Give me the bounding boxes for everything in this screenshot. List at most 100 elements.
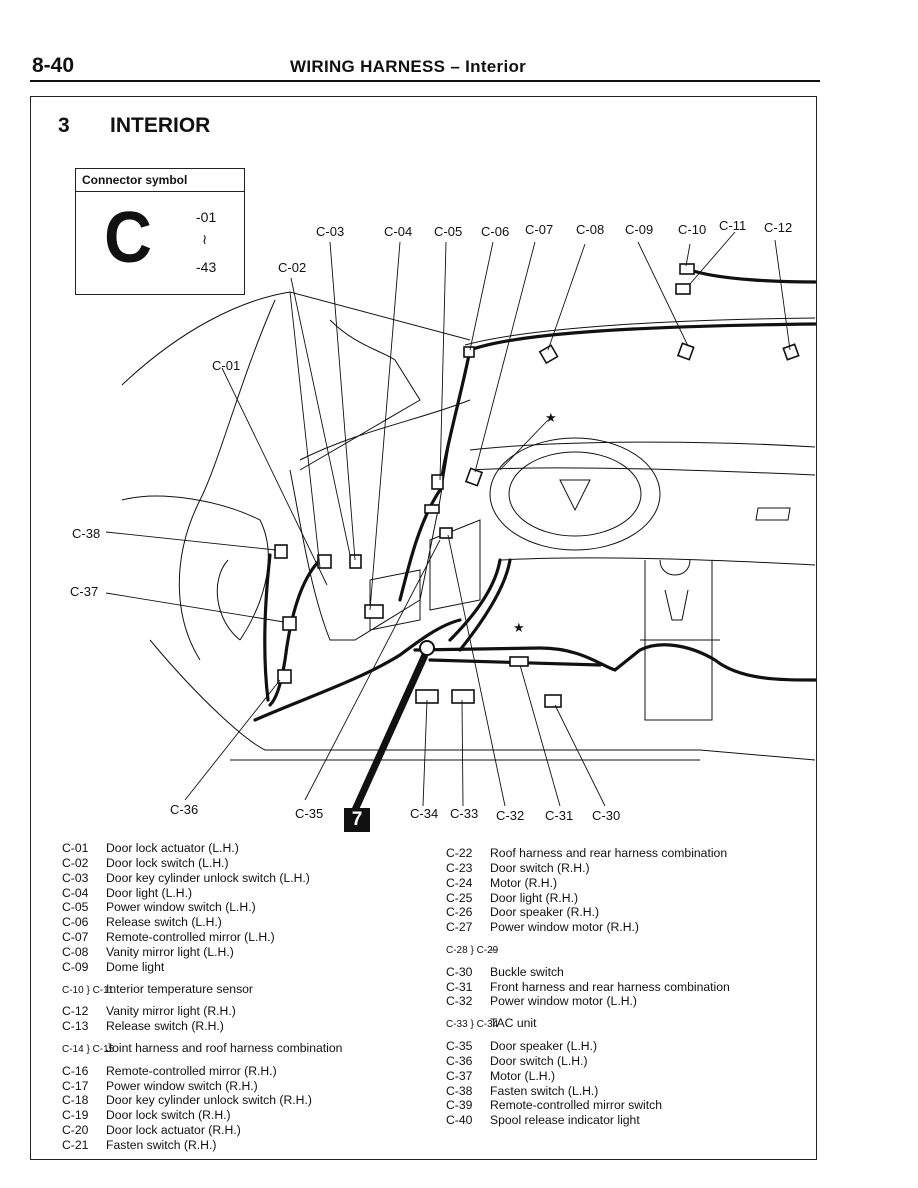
legend-code: C-26 xyxy=(446,905,473,920)
legend-code: C-35 xyxy=(446,1038,473,1053)
badge-leader xyxy=(351,653,429,812)
legend-text: Power window switch (L.H.) xyxy=(106,900,256,915)
legend-text: Vanity mirror light (L.H.) xyxy=(106,944,234,959)
connector-symbol-box: Connector symbol C -01 ≀ -43 xyxy=(75,168,245,295)
star-marker-upper: ★ xyxy=(545,410,557,425)
legend-code: C-19 xyxy=(62,1108,89,1123)
connector-letter: C xyxy=(104,198,152,278)
connector-icon xyxy=(274,544,288,559)
star-marker-lower: ★ xyxy=(513,620,525,635)
legend-text: Motor (L.H.) xyxy=(490,1068,556,1083)
legend-code: C-21 xyxy=(62,1137,89,1152)
connector-icon xyxy=(364,604,384,619)
legend-text: Door speaker (R.H.) xyxy=(490,905,600,920)
label-c31: C-31 xyxy=(545,808,573,823)
section-number: 3 xyxy=(58,114,70,137)
legend-text: – xyxy=(490,942,497,957)
legend-row: C-32 Power window motor (L.H.) xyxy=(446,994,730,1009)
label-c10: C-10 xyxy=(678,222,706,237)
legend-row: C-20 Door lock actuator (R.H.) xyxy=(62,1123,342,1138)
connector-icon xyxy=(277,669,292,684)
legend-code: C-07 xyxy=(62,930,89,945)
title-rule xyxy=(30,80,820,82)
legend-text: Door lock actuator (R.H.) xyxy=(106,1123,241,1138)
label-c02: C-02 xyxy=(278,260,306,275)
legend-text: Power window motor (R.H.) xyxy=(490,920,639,935)
legend-text: Power window motor (L.H.) xyxy=(490,994,637,1009)
label-c30: C-30 xyxy=(592,808,620,823)
legend-row: C-05 Power window switch (L.H.) xyxy=(62,900,342,915)
legend-text: Door lock switch (L.H.) xyxy=(106,855,229,870)
connector-icon xyxy=(509,656,529,667)
legend-row: C-23 Door switch (R.H.) xyxy=(446,861,730,876)
connector-box-divider xyxy=(76,191,244,192)
legend-code: C-09 xyxy=(62,959,89,974)
connector-icon xyxy=(431,474,444,490)
label-c07: C-07 xyxy=(525,222,553,237)
legend-text: Spool release indicator light xyxy=(490,1113,640,1128)
label-c11: C-11 xyxy=(719,218,746,233)
grommet-icon xyxy=(419,640,435,656)
legend-code: C-13 xyxy=(62,1019,89,1034)
legend-code: C-14 } C-15 xyxy=(62,1043,115,1055)
legend-code: C-20 xyxy=(62,1123,89,1138)
legend-row: C-10 } C-11Interior temperature sensor xyxy=(62,975,342,1005)
legend-code: C-05 xyxy=(62,900,89,915)
legend-row: C-35 Door speaker (L.H.) xyxy=(446,1039,730,1054)
connector-icon xyxy=(675,283,691,295)
legend-text: Remote-controlled mirror switch xyxy=(490,1098,663,1113)
legend-code: C-10 } C-11 xyxy=(62,984,114,996)
legend-code: C-36 xyxy=(446,1053,473,1068)
legend-code: C-28 } C-29 xyxy=(446,945,499,957)
legend-row: C-36 Door switch (L.H.) xyxy=(446,1054,730,1069)
legend-text: Door speaker (L.H.) xyxy=(490,1038,598,1053)
legend-code: C-23 xyxy=(446,860,473,875)
legend-text: Fasten switch (L.H.) xyxy=(490,1083,599,1098)
section-title: INTERIOR xyxy=(110,114,211,137)
connector-icon xyxy=(451,689,475,704)
connector-symbol-caption: Connector symbol xyxy=(82,173,188,187)
legend-text: Door key cylinder unlock switch (L.H.) xyxy=(106,870,310,885)
label-c36: C-36 xyxy=(170,802,198,817)
legend-text: Buckle switch xyxy=(490,964,564,979)
legend-code: C-25 xyxy=(446,890,473,905)
legend-text: Door switch (R.H.) xyxy=(490,860,590,875)
connector-icon xyxy=(349,554,362,569)
legend-code: C-06 xyxy=(62,915,89,930)
label-c12: C-12 xyxy=(764,220,792,235)
legend-text: Release switch (L.H.) xyxy=(106,915,222,930)
legend-row: C-28 } C-29– xyxy=(446,935,730,965)
legend-text: Remote-controlled mirror (R.H.) xyxy=(106,1063,277,1078)
legend-text: Fasten switch (R.H.) xyxy=(106,1137,217,1152)
page-title: WIRING HARNESS – Interior xyxy=(290,57,527,76)
legend-text: Door switch (L.H.) xyxy=(490,1053,588,1068)
connector-icon xyxy=(317,554,332,569)
label-c08: C-08 xyxy=(576,222,604,237)
legend-row: C-21 Fasten switch (R.H.) xyxy=(62,1138,342,1153)
legend-code: C-18 xyxy=(62,1093,89,1108)
label-c05: C-05 xyxy=(434,224,462,239)
connector-icon xyxy=(679,263,695,275)
legend-text: Joint harness and roof harness combinati… xyxy=(106,1040,343,1055)
label-c01: C-01 xyxy=(212,358,240,373)
legend-code: C-12 xyxy=(62,1004,89,1019)
page-number: 8-40 xyxy=(32,54,75,77)
legend-code: C-32 xyxy=(446,994,473,1009)
section-heading: 3 INTERIOR xyxy=(58,114,210,138)
label-c03: C-03 xyxy=(316,224,344,239)
legend-code: C-24 xyxy=(446,875,473,890)
legend-code: C-04 xyxy=(62,885,89,900)
